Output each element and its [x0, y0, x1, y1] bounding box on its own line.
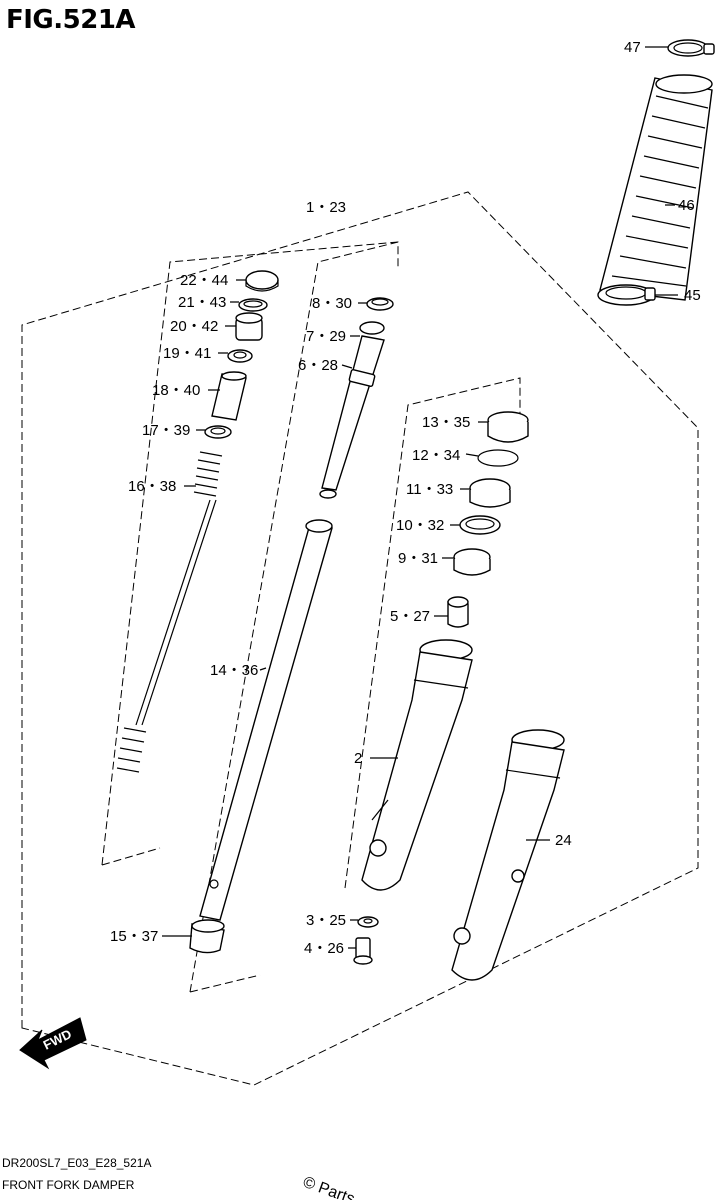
- callout-17-39: 17・39: [142, 422, 190, 439]
- gasket-3: [357, 916, 379, 928]
- subassembly-outline-left: [101, 241, 399, 866]
- callout-7-29: 7・29: [306, 328, 346, 345]
- callout-12-34: 12・34: [412, 447, 460, 464]
- inner-tube-14: [199, 519, 333, 921]
- callout-24: 24: [555, 832, 572, 849]
- callout-8-30: 8・30: [312, 295, 352, 312]
- bolt-4: [353, 937, 373, 965]
- damper-rod-6: [319, 335, 385, 499]
- callout-16-38: 16・38: [128, 478, 176, 495]
- callout-14-36: 14・36: [210, 662, 258, 679]
- callout-10-32: 10・32: [396, 517, 444, 534]
- callout-22-44: 22・44: [180, 272, 228, 289]
- ring-8: [366, 297, 394, 311]
- seat-17: [204, 425, 232, 439]
- outer-tube-2: [361, 639, 473, 891]
- subassembly-outline-center: [189, 241, 399, 993]
- subassembly-outline-right: [344, 377, 521, 889]
- callout-9-31: 9・31: [398, 550, 438, 567]
- lower-clamp-45: [597, 284, 656, 306]
- stopper-ring-12: [477, 449, 519, 467]
- piston-ring-7: [359, 321, 385, 335]
- bushing-9: [453, 548, 491, 576]
- fwd-arrow-icon: FWD: [19, 1017, 87, 1070]
- watermark: © Parts: [301, 1174, 357, 1200]
- callout-45: 45: [684, 287, 701, 304]
- callout-21-43: 21・43: [178, 294, 226, 311]
- assembly-outline: [21, 191, 699, 1086]
- diagram-caption: FRONT FORK DAMPER: [2, 1178, 135, 1192]
- washer-19: [227, 349, 253, 363]
- callout-13-35: 13・35: [422, 414, 470, 431]
- callout-46: 46: [678, 197, 695, 214]
- callout-6-28: 6・28: [298, 357, 338, 374]
- fork-spring-16: [116, 451, 223, 773]
- washer-10: [459, 515, 501, 535]
- callout-18-40: 18・40: [152, 382, 200, 399]
- callout-15-37: 15・37: [110, 928, 158, 945]
- callout-2: 2: [354, 750, 362, 767]
- dust-boot-46: [599, 74, 713, 301]
- callout-20-42: 20・42: [170, 318, 218, 335]
- model-code: DR200SL7_E03_E28_521A: [2, 1156, 151, 1170]
- callout-11-33: 11・33: [406, 481, 453, 498]
- figure-title: FIG.521A: [6, 5, 135, 35]
- adjuster-20: [235, 312, 263, 341]
- callout-47: 47: [624, 39, 641, 56]
- leader-lines: [162, 46, 678, 949]
- callout-5-27: 5・27: [390, 608, 430, 625]
- callout-1-23: 1・23: [306, 199, 346, 216]
- o-ring-21: [238, 298, 268, 312]
- callout-3-25: 3・25: [306, 912, 346, 929]
- callout-4-26: 4・26: [304, 940, 344, 957]
- dust-seal-13: [487, 411, 529, 443]
- cap-bolt-22: [245, 270, 279, 292]
- slide-bushing-15: [189, 919, 225, 954]
- oil-seal-11: [469, 478, 511, 508]
- outer-tube-24: [451, 729, 565, 981]
- spacer-18: [211, 371, 247, 421]
- callout-19-41: 19・41: [163, 345, 211, 362]
- oil-lock-piece-5: [447, 596, 469, 628]
- upper-clamp-47: [667, 39, 715, 57]
